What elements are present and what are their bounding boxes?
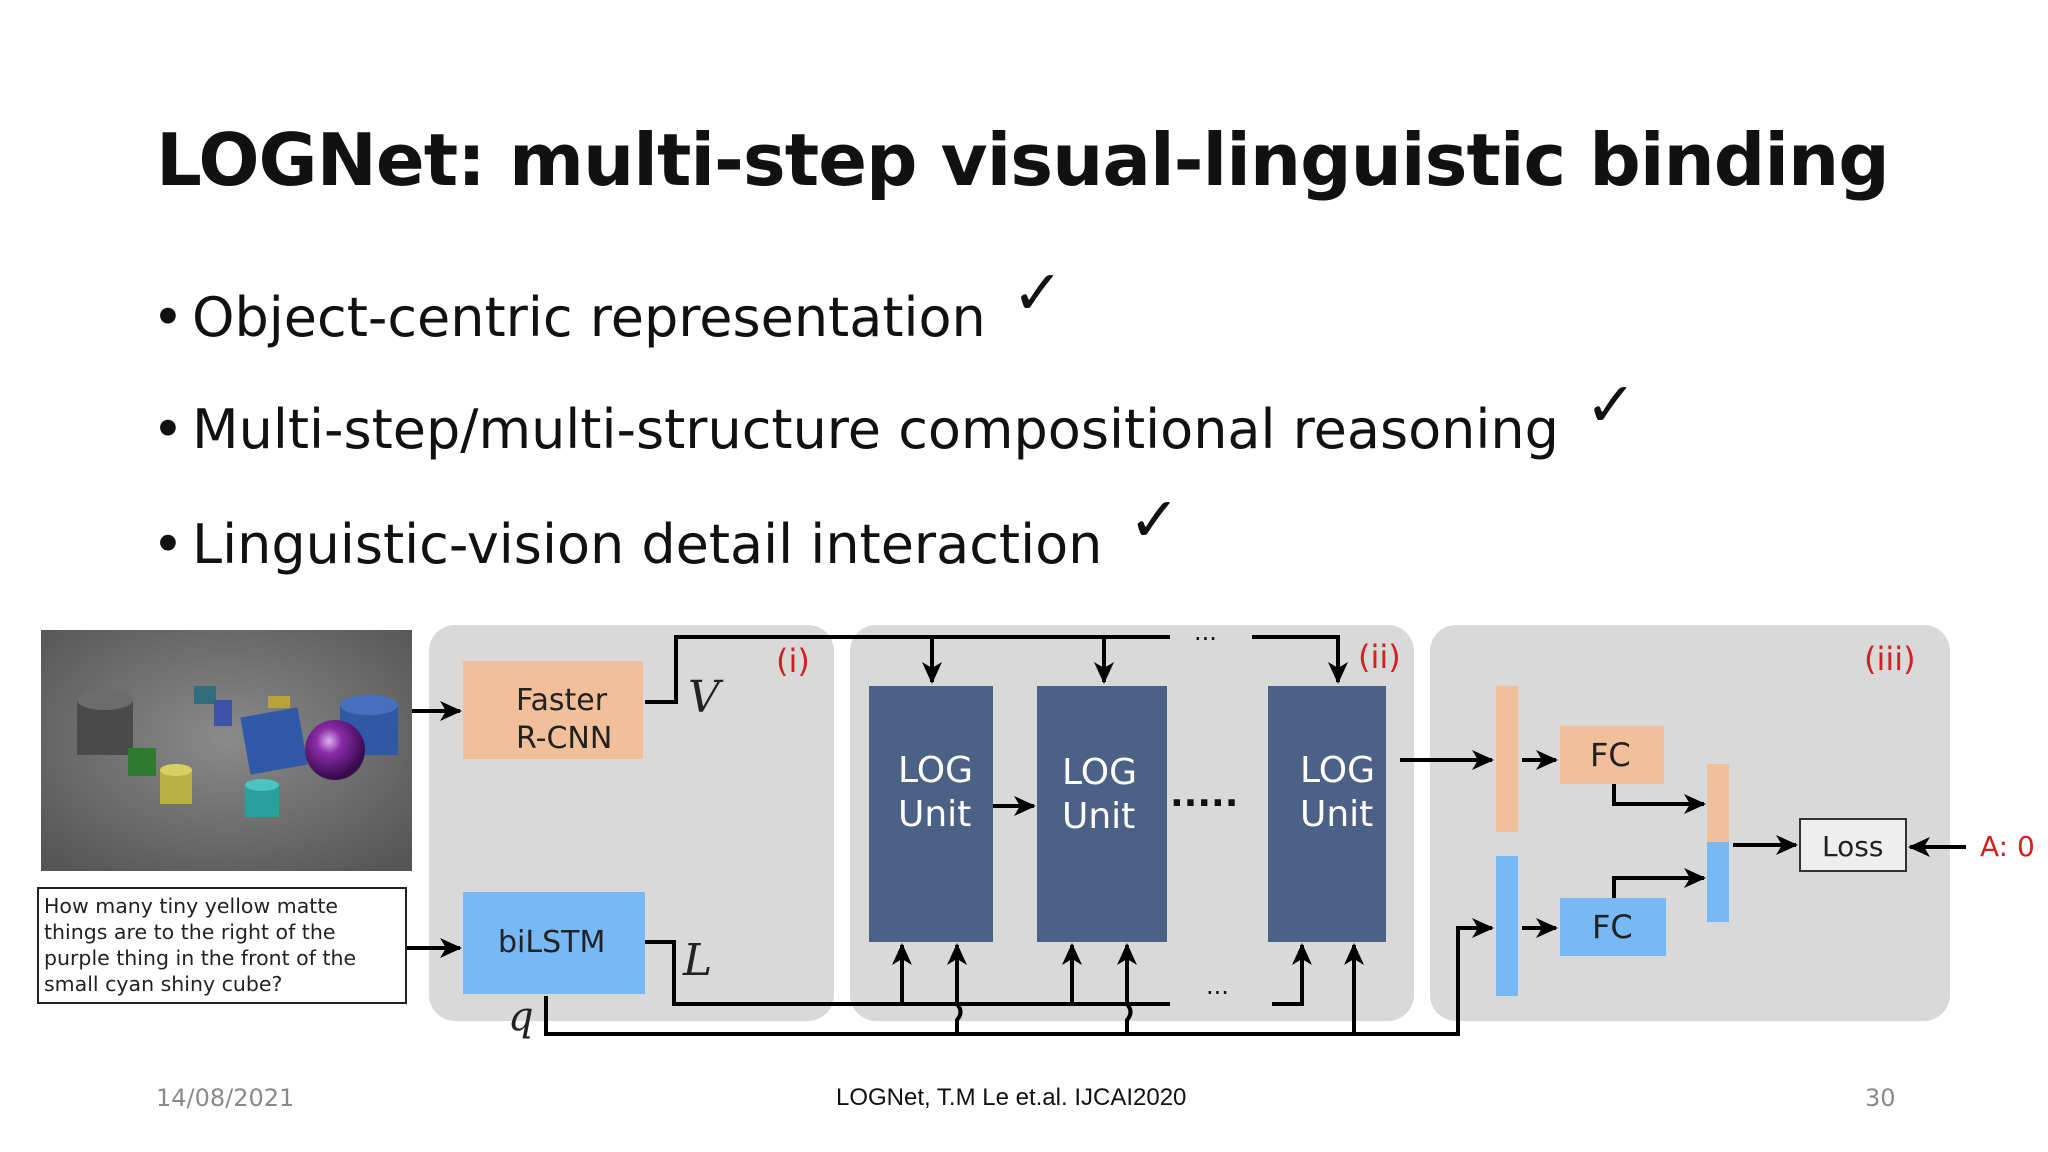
faster-rcnn-label-line2: R-CNN (516, 721, 612, 756)
bilstm-label: biLSTM (498, 925, 605, 960)
fc-box-bottom (1560, 898, 1666, 956)
slide-date: 14/08/2021 (156, 1084, 295, 1112)
bilstm-box (463, 892, 645, 994)
top-ellipsis: ... (1194, 618, 1217, 646)
question-text-box: How many tiny yellow matte things are to… (37, 887, 407, 1004)
faster-rcnn-label-line1: Faster (516, 683, 608, 718)
symbol-q: q (508, 994, 534, 1040)
bullet-item: •Multi-step/multi-structure compositiona… (152, 368, 1637, 461)
bullet-item: •Object-centric representation✓ (152, 256, 1064, 349)
section-label-ii: (ii) (1358, 638, 1401, 676)
symbol-l: L (682, 935, 712, 986)
concat-bar-blue (1707, 842, 1729, 922)
log-unit-label-line2: Unit (898, 794, 971, 835)
faster-rcnn-box (463, 661, 643, 759)
log-unit-3 (1268, 686, 1386, 942)
blue-feature-bar (1496, 856, 1518, 996)
checkmark-icon: ✓ (1011, 256, 1064, 329)
loss-label: Loss (1822, 830, 1883, 863)
lognet-architecture-diagram: (i) (ii) (iii) Faster R-CNN biLSTM LOG U… (41, 618, 2035, 1040)
concat-bar-orange (1707, 764, 1729, 842)
orange-feature-bar (1496, 686, 1518, 832)
symbol-v: V (688, 672, 724, 723)
fc-box-top (1560, 726, 1664, 784)
bullet-item: •Linguistic-vision detail interaction✓ (152, 483, 1181, 576)
log-unit-label-line2: Unit (1300, 794, 1373, 835)
fc-label: FC (1590, 736, 1631, 774)
dotted-ellipsis: ····· (1170, 783, 1238, 824)
log-unit-2 (1037, 686, 1167, 942)
log-unit-label-line1: LOG (1300, 750, 1375, 791)
bullet-text: Object-centric representation (192, 286, 986, 349)
fc-label: FC (1592, 908, 1633, 946)
checkmark-icon: ✓ (1584, 368, 1637, 441)
log-unit-label-line1: LOG (898, 750, 973, 791)
bottom-ellipsis: ... (1206, 972, 1229, 1000)
bullet-text: Linguistic-vision detail interaction (192, 513, 1103, 576)
clevr-scene-image (41, 630, 412, 871)
section-label-iii: (iii) (1864, 640, 1916, 678)
slide-page-number: 30 (1865, 1084, 1896, 1112)
slide-title: LOGNet: multi-step visual-linguistic bin… (156, 118, 1890, 202)
slide-citation: LOGNet, T.M Le et.al. IJCAI2020 (836, 1084, 1187, 1111)
connector-lines (407, 635, 1966, 1036)
log-unit-label-line2: Unit (1062, 796, 1135, 837)
bullet-text: Multi-step/multi-structure compositional… (192, 398, 1559, 461)
log-unit-1 (869, 686, 993, 942)
answer-label: A: 0 (1980, 830, 2035, 863)
loss-box (1799, 818, 1907, 872)
log-unit-label-line1: LOG (1062, 752, 1137, 793)
section-label-i: (i) (776, 642, 810, 680)
checkmark-icon: ✓ (1128, 483, 1181, 556)
